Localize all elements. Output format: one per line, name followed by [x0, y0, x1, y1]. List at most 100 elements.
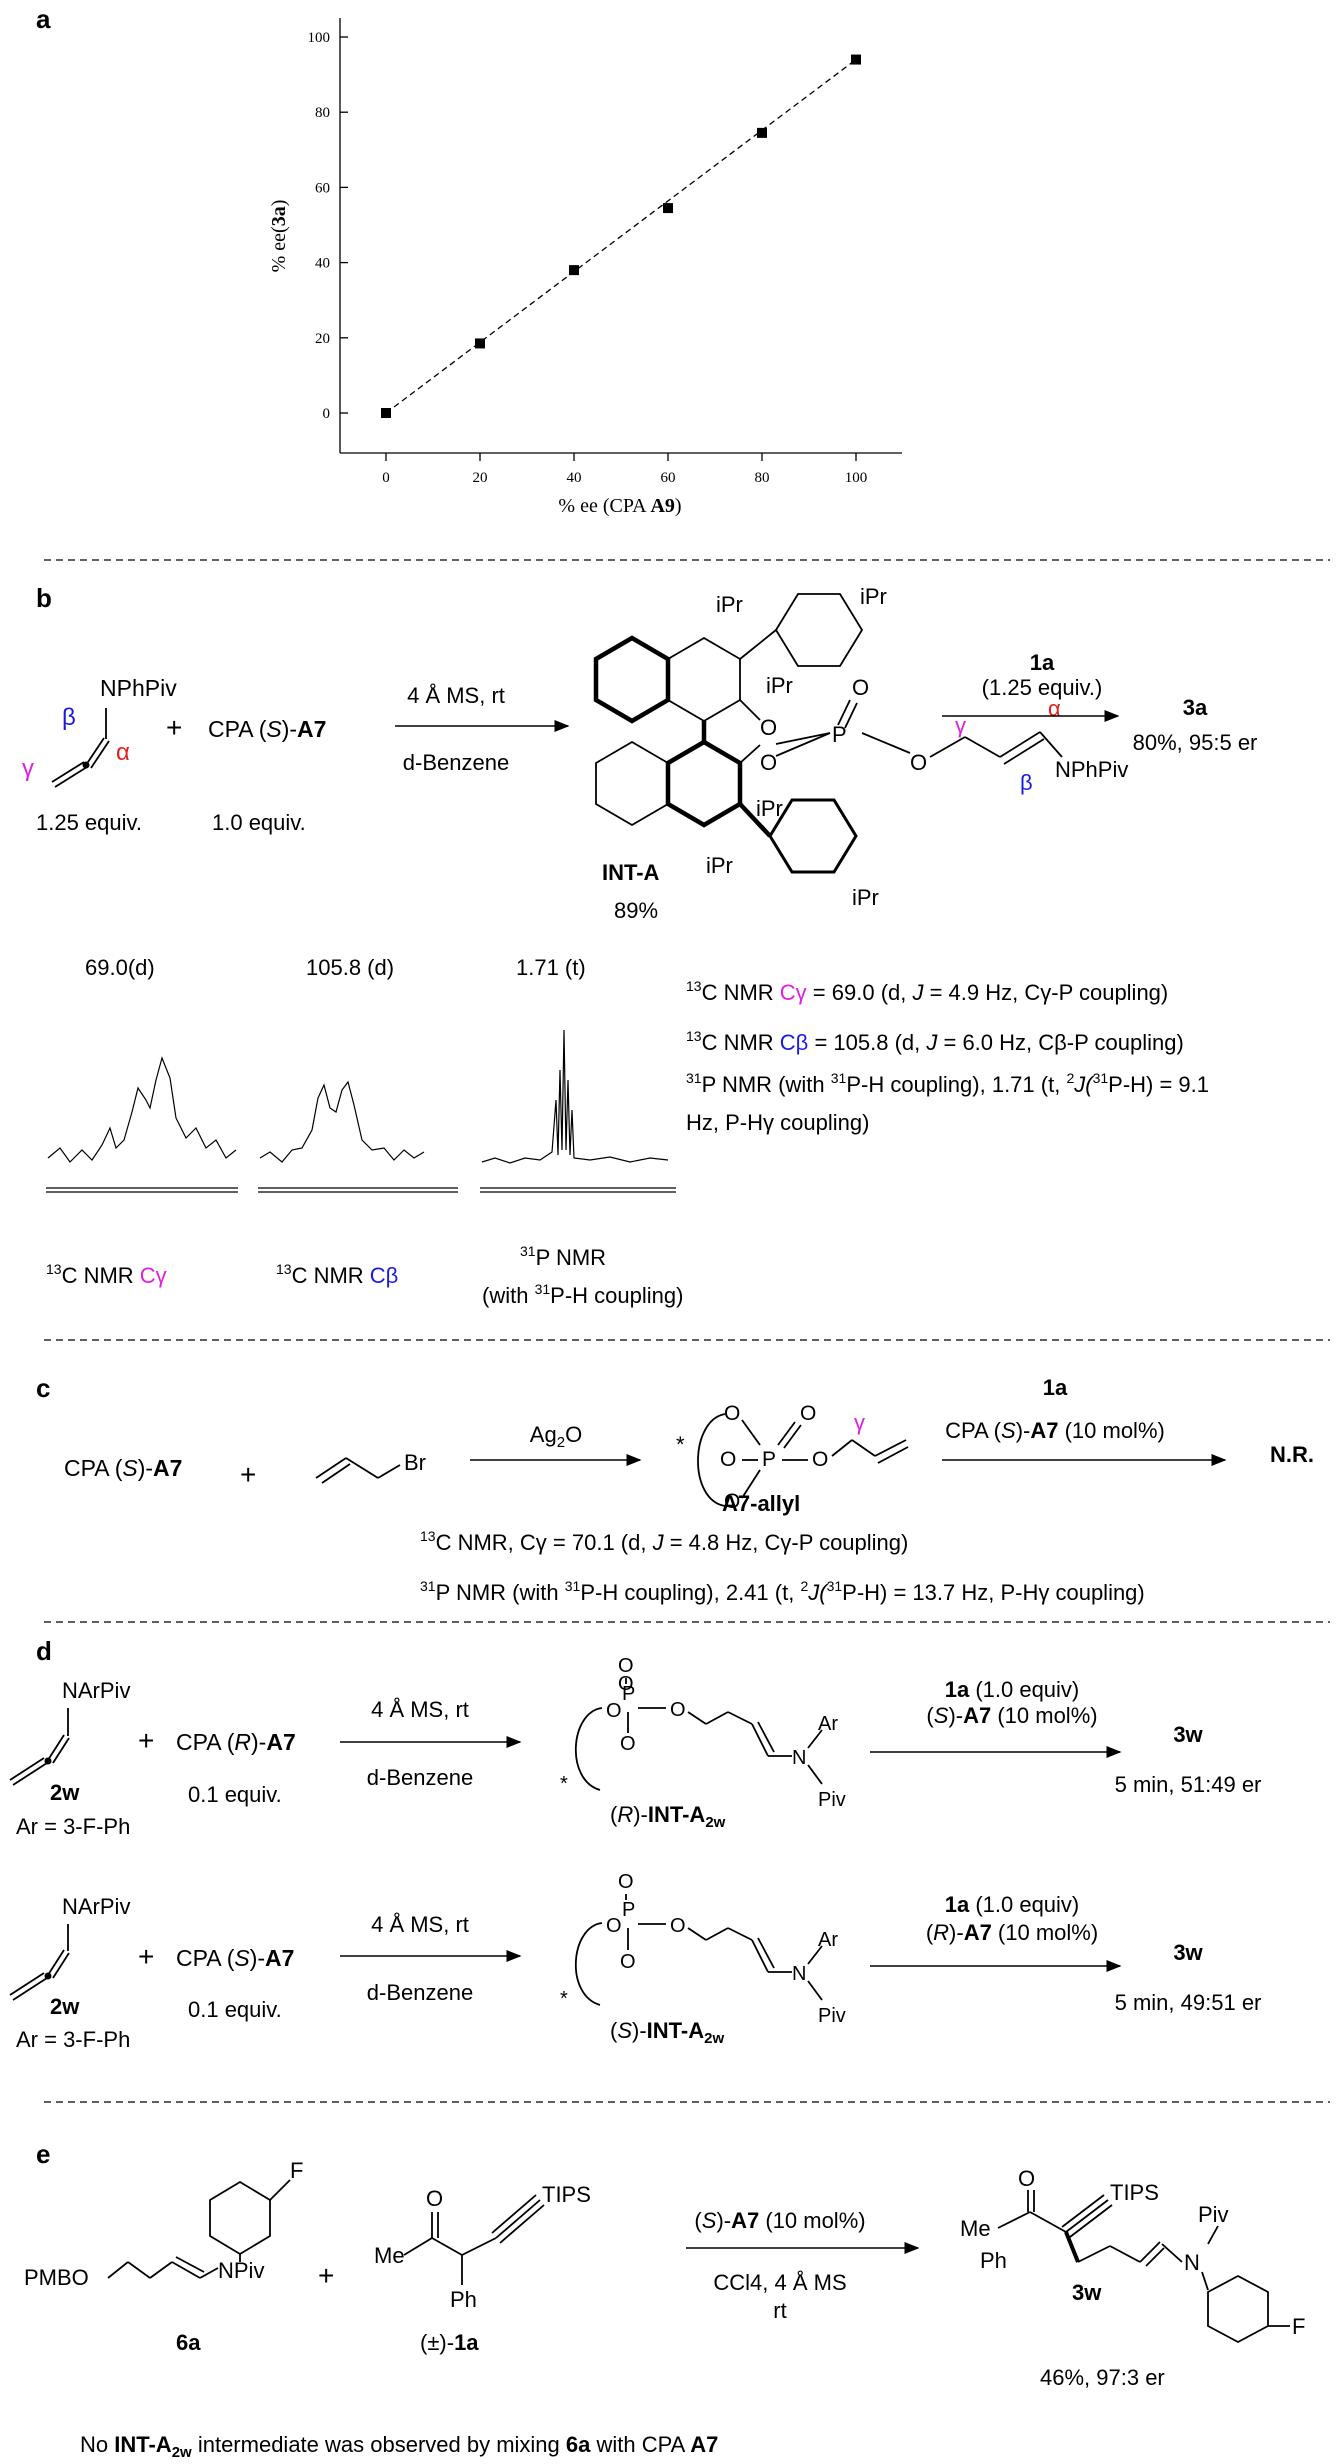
svg-text:(1.25 equiv.): (1.25 equiv.): [982, 675, 1103, 700]
int-a-structure: [593, 593, 1063, 874]
svg-text:iPr: iPr: [860, 584, 887, 609]
svg-text:O: O: [670, 1699, 686, 1721]
svg-text:2w: 2w: [50, 1780, 80, 1805]
data-point: [381, 408, 391, 418]
svg-text:γ: γ: [854, 1410, 865, 1435]
svg-text:iPr: iPr: [756, 796, 783, 821]
data-point: [569, 265, 579, 276]
svg-text:*: *: [560, 1773, 568, 1795]
svg-text:*: *: [560, 1988, 568, 2010]
svg-text:d-Benzene: d-Benzene: [403, 750, 509, 775]
svg-text:+: +: [166, 712, 182, 743]
svg-text:*: *: [676, 1432, 685, 1457]
a7-allyl-structure: * O O P O O O γ: [676, 1402, 909, 1513]
svg-text:Hz, P-Hγ coupling): Hz, P-Hγ coupling): [686, 1110, 869, 1135]
svg-text:31P NMR (with 31P-H coupling),: 31P NMR (with 31P-H coupling), 1.71 (t, …: [686, 1070, 1209, 1097]
svg-text:NPhPiv: NPhPiv: [100, 675, 177, 701]
svg-text:1a: 1a: [1043, 1375, 1068, 1400]
svg-text:+: +: [138, 1941, 154, 1972]
svg-text:3w: 3w: [1173, 1722, 1203, 1747]
nmr-spectrum-c-gamma: [46, 1056, 238, 1193]
svg-text:(R)-A7 (10 mol%): (R)-A7 (10 mol%): [926, 1920, 1098, 1945]
svg-text:d-Benzene: d-Benzene: [367, 1980, 473, 2005]
svg-text:Ar: Ar: [818, 1713, 838, 1735]
svg-text:O: O: [800, 1402, 816, 1425]
svg-text:O: O: [620, 1733, 636, 1755]
svg-text:Piv: Piv: [1198, 2202, 1229, 2227]
equiv-allene: 1.25 equiv.: [36, 810, 142, 835]
svg-text:O: O: [720, 1448, 736, 1471]
svg-text:P: P: [622, 1683, 635, 1705]
int-a-2w-r: (R)-INT-A2w: [610, 1802, 726, 1831]
data-point: [475, 338, 485, 349]
svg-text:0.1 equiv.: 0.1 equiv.: [188, 1997, 282, 2022]
svg-text:O: O: [812, 1448, 828, 1471]
svg-text:5 min, 49:51 er: 5 min, 49:51 er: [1115, 1990, 1262, 2015]
svg-text:iPr: iPr: [766, 673, 793, 698]
svg-text:CPA (R)-A7: CPA (R)-A7: [176, 1729, 296, 1755]
y-tick-label: 0: [323, 406, 331, 422]
svg-text:F: F: [1292, 2314, 1305, 2339]
svg-text:TIPS: TIPS: [1110, 2180, 1159, 2205]
svg-text:Me: Me: [960, 2216, 991, 2241]
svg-text:P: P: [832, 722, 847, 747]
svg-text:46%, 97:3 er: 46%, 97:3 er: [1040, 2365, 1165, 2390]
x-tick-label: 100: [845, 470, 868, 486]
y-tick-label: 20: [315, 331, 330, 347]
svg-text:O: O: [724, 1490, 740, 1513]
panel-label-e: e: [36, 2139, 50, 2169]
panel-label-d: d: [36, 1636, 52, 1666]
svg-text:γ: γ: [22, 755, 34, 782]
svg-text:Br: Br: [404, 1450, 426, 1475]
svg-text:N: N: [1184, 2250, 1200, 2275]
svg-text:Ph: Ph: [450, 2287, 477, 2312]
svg-text:CCl4, 4 Å MS: CCl4, 4 Å MS: [713, 2270, 846, 2295]
compound-6a: F PMBO NPiv 6a: [24, 2158, 303, 2355]
svg-text:(±)-1a: (±)-1a: [420, 2330, 479, 2355]
svg-text:(S)-A7 (10 mol%): (S)-A7 (10 mol%): [926, 1703, 1097, 1728]
svg-text:O: O: [426, 2186, 443, 2211]
svg-text:O: O: [910, 750, 927, 775]
svg-text:3w: 3w: [1072, 2280, 1102, 2305]
x-tick-label: 60: [661, 470, 676, 486]
svg-text:F: F: [290, 2158, 303, 2183]
svg-text:5 min, 51:49 er: 5 min, 51:49 er: [1115, 1772, 1262, 1797]
svg-text:1a: 1a: [1030, 650, 1055, 675]
svg-text:α: α: [116, 739, 130, 766]
svg-text:+: +: [138, 1725, 154, 1756]
result-nr: N.R.: [1270, 1442, 1314, 1467]
svg-text:31P NMR: 31P NMR: [520, 1243, 606, 1270]
svg-text:NArPiv: NArPiv: [62, 1678, 130, 1703]
svg-text:iPr: iPr: [852, 885, 879, 910]
svg-text:N: N: [792, 1963, 806, 1985]
svg-text:O: O: [618, 1871, 634, 1893]
int-a-labels: iPr iPr iPr O O P O O iPr iPr iPr γ α β …: [706, 584, 1128, 910]
svg-text:+: +: [240, 1459, 256, 1490]
svg-text:β: β: [1020, 770, 1033, 795]
svg-text:O: O: [606, 1700, 622, 1722]
svg-text:13C NMR Cβ: 13C NMR Cβ: [276, 1261, 398, 1288]
svg-text:O: O: [606, 1915, 622, 1937]
product-3w: O Me Ph TIPS Piv N F 3w 46%, 97:3 er: [960, 2166, 1305, 2390]
x-axis-title: % ee (CPA A9): [558, 495, 681, 517]
nmr-data-text: 13C NMR Cγ = 69.0 (d, J = 4.9 Hz, Cγ-P c…: [686, 978, 1209, 1135]
data-point: [851, 54, 861, 65]
svg-text:13C NMR Cγ = 69.0 (d, J = 4.9: 13C NMR Cγ = 69.0 (d, J = 4.9 Hz, Cγ-P c…: [686, 978, 1168, 1005]
y-tick-label: 80: [315, 105, 330, 121]
svg-text:O: O: [670, 1915, 686, 1937]
fit-line: [385, 59, 857, 414]
svg-text:(with 31P-H coupling): (with 31P-H coupling): [482, 1281, 683, 1308]
allene-1: NPhPiv β α γ: [22, 675, 177, 788]
nmr-spectrum-c-beta: [258, 1080, 458, 1193]
svg-text:iPr: iPr: [716, 592, 743, 617]
svg-text:O: O: [618, 1655, 634, 1677]
d-row-1: NArPiv 2w Ar = 3-F-Ph + CPA (R)-A7 0.1 e…: [9, 1655, 1262, 1839]
svg-text:P: P: [762, 1448, 776, 1471]
svg-text:1.0 equiv.: 1.0 equiv.: [212, 810, 306, 835]
nmr-spectrum-p: [480, 1029, 676, 1193]
product-3a: 3a: [1183, 695, 1208, 720]
svg-text:13C NMR Cβ = 105.8 (d, J = 6.0: 13C NMR Cβ = 105.8 (d, J = 6.0 Hz, Cβ-P …: [686, 1028, 1184, 1055]
